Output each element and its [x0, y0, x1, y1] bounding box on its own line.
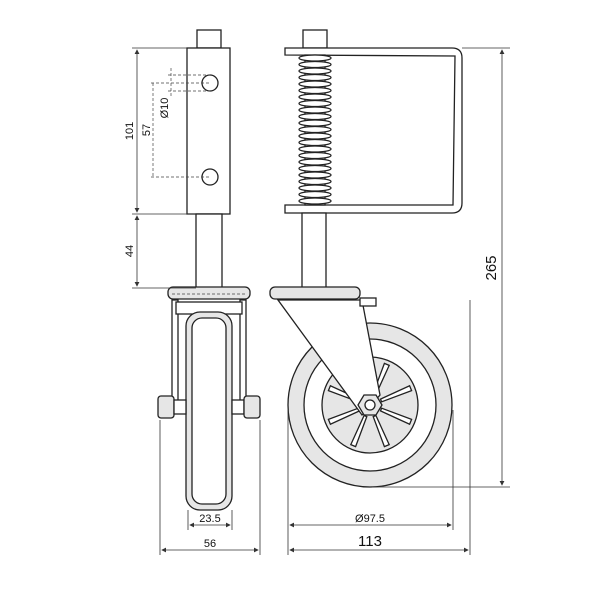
- right-nut: [243, 395, 261, 419]
- spring-coil: [298, 119, 332, 127]
- fork-right: [239, 299, 247, 410]
- dimension-labels: 101 57 Ø10 44 265 23.5 56 Ø97.5 113: [124, 98, 500, 550]
- dim-265: 265: [483, 255, 500, 280]
- dim-44: 44: [124, 245, 136, 257]
- spring-coil: [298, 171, 332, 179]
- spring-coil: [298, 106, 332, 114]
- brake-tab: [359, 297, 377, 307]
- dim-wheel-diameter: Ø97.5: [355, 513, 385, 525]
- spring-coil: [298, 164, 332, 173]
- spring-coil: [298, 93, 332, 101]
- spring-coil: [298, 67, 332, 75]
- fork-left: [171, 299, 179, 410]
- spring-coil: [298, 54, 332, 62]
- dim-113: 113: [358, 533, 382, 550]
- spring-coil: [298, 86, 332, 95]
- bracket: [284, 47, 463, 214]
- spring-coil: [298, 73, 332, 82]
- spring-coil: [298, 151, 332, 160]
- side-swivel-plate: [269, 286, 361, 300]
- dim-57: 57: [141, 124, 153, 136]
- spring: [298, 54, 332, 205]
- spring-coil: [298, 190, 332, 199]
- spring-coil: [298, 112, 332, 121]
- spring-coil: [298, 177, 332, 186]
- stem: [195, 213, 223, 289]
- dimension-lines: [132, 47, 510, 555]
- spring-coil: [298, 132, 332, 140]
- front-view: [157, 29, 261, 511]
- spoke: [372, 414, 391, 448]
- mounting-block: [186, 47, 231, 215]
- spring-coil: [298, 145, 332, 153]
- spring-coil: [298, 158, 332, 166]
- spoke: [379, 407, 413, 426]
- swivel-plate: [167, 286, 251, 300]
- front-pin: [196, 29, 222, 49]
- spring-coil: [298, 138, 332, 147]
- dim-23-5: 23.5: [199, 513, 220, 525]
- side-view: [269, 29, 463, 488]
- spring-coil: [298, 99, 332, 108]
- spring-coil: [298, 80, 332, 88]
- spoke: [379, 384, 413, 403]
- upper-hole: [201, 74, 219, 92]
- spring-coil: [298, 197, 332, 205]
- spring-coil: [298, 60, 332, 69]
- dim-hole-diameter: Ø10: [159, 98, 171, 119]
- spring-coil: [298, 125, 332, 134]
- side-fork: [276, 299, 381, 417]
- spring-coil: [298, 184, 332, 192]
- dim-101: 101: [124, 122, 136, 140]
- lower-hole: [201, 168, 219, 186]
- dim-56: 56: [204, 538, 216, 550]
- spoke: [349, 414, 368, 448]
- left-nut: [157, 395, 175, 419]
